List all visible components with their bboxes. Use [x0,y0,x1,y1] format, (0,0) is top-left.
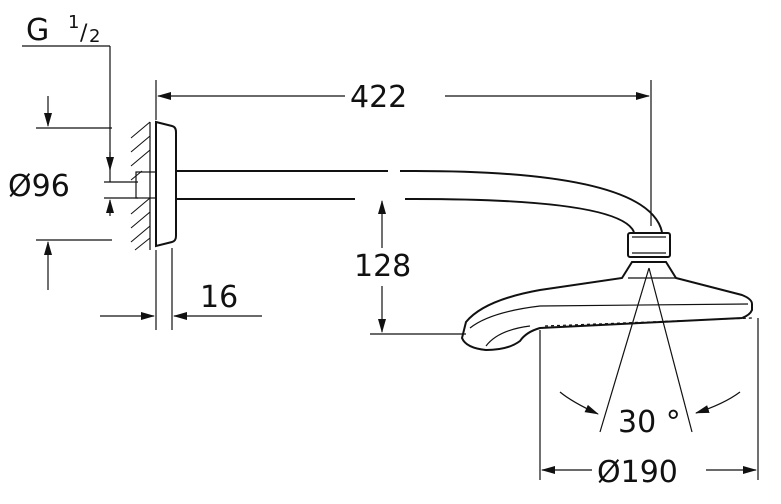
arm-length-label: 422 [350,80,407,115]
spray-angle-label: 30 ° [618,405,681,440]
dimension-422 [155,80,652,226]
shower-head [460,261,753,352]
thread-fraction-numerator: 1 [68,12,79,33]
head-diameter-label: Ø190 [597,455,678,490]
wall-flange [155,120,177,248]
spray-angle-lines [559,267,741,433]
dimension-diameter-190 [539,318,759,480]
dimension-128 [370,200,466,335]
wall-hatching [130,121,151,251]
shower-arm [176,170,663,233]
dimension-diameter-96 [36,96,112,290]
dimension-thread [22,45,138,216]
dimension-16 [100,248,262,330]
flange-diameter-label: Ø96 [8,169,70,204]
wall-connector [135,171,157,199]
thread-fraction-denominator: 2 [89,26,100,47]
connector-nut [627,232,671,258]
thread-label: G [26,13,49,48]
drop-height-label: 128 [354,249,411,284]
thread-fraction-slash: / [80,21,88,46]
flange-depth-label: 16 [200,280,238,315]
